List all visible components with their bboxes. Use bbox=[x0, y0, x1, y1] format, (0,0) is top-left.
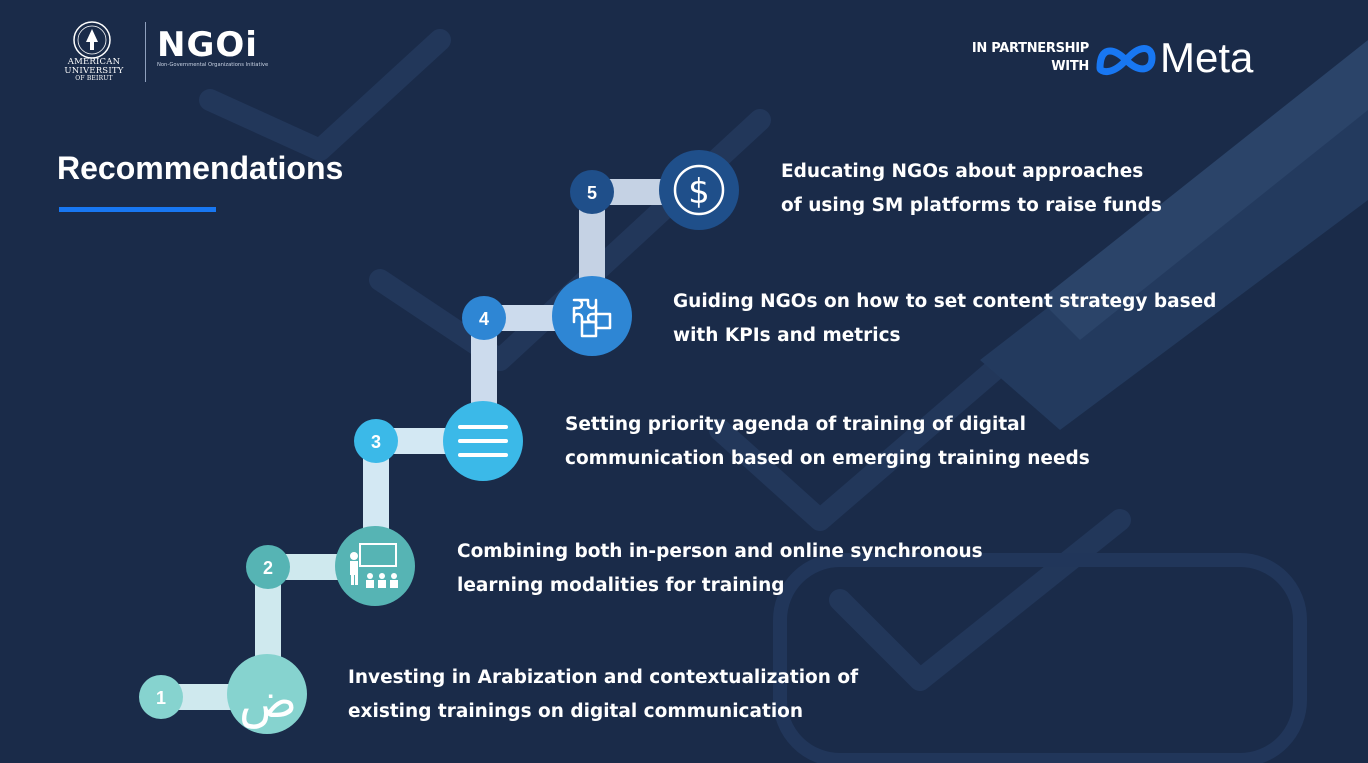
step-4-icon-circle bbox=[552, 276, 632, 356]
partner-line2: WITH bbox=[1051, 59, 1089, 74]
step-5-line-2: of using SM platforms to raise funds bbox=[781, 195, 1162, 216]
ngoi-logo: NGOi bbox=[157, 25, 258, 65]
step-4-line-2: with KPIs and metrics bbox=[673, 325, 901, 346]
page-title: Recommendations bbox=[57, 150, 344, 186]
step-5-number-badge bbox=[570, 170, 614, 214]
list-icon bbox=[458, 425, 508, 457]
step-3-number: 3 bbox=[371, 432, 381, 452]
step-1-line-2: existing trainings on digital communicat… bbox=[348, 701, 804, 722]
partnership-label: IN PARTNERSHIP WITH bbox=[952, 40, 1089, 76]
step-2-number: 2 bbox=[263, 558, 273, 578]
step-4-line-1: Guiding NGOs on how to set content strat… bbox=[673, 291, 1217, 312]
step-1-text: Investing in Arabization and contextuali… bbox=[348, 661, 858, 729]
step-5-text: Educating NGOs about approaches of using… bbox=[781, 155, 1162, 223]
step-1-icon-circle bbox=[227, 654, 307, 734]
step-3-line-2: communication based on emerging training… bbox=[565, 448, 1090, 469]
title-underline bbox=[59, 207, 216, 212]
step-2-number-badge bbox=[246, 545, 290, 589]
dollar-icon-ring bbox=[673, 164, 725, 216]
meta-infinity-icon bbox=[1096, 45, 1156, 75]
step-3-text: Setting priority agenda of training of d… bbox=[565, 408, 1090, 476]
step-2-text: Combining both in-person and online sync… bbox=[457, 535, 983, 603]
step-1-line-1: Investing in Arabization and contextuali… bbox=[348, 667, 859, 688]
arabic-letter-icon: ض bbox=[239, 673, 297, 729]
ngoi-subtitle: Non-Governmental Organizations Initiativ… bbox=[157, 62, 269, 68]
step-5-icon-circle bbox=[659, 150, 739, 230]
aub-seal-icon bbox=[73, 21, 111, 59]
puzzle-icon bbox=[572, 298, 612, 338]
aub-line3: OF BEIRUT bbox=[75, 75, 113, 82]
step-1-number-badge bbox=[139, 675, 183, 719]
step-5-line-1: Educating NGOs about approaches bbox=[781, 161, 1144, 182]
partner-line1: IN PARTNERSHIP bbox=[971, 41, 1089, 56]
aub-line2: UNIVERSITY bbox=[64, 65, 124, 76]
step-3-number-badge bbox=[354, 419, 398, 463]
step-4-number: 4 bbox=[479, 309, 489, 329]
step-2-line-1: Combining both in-person and online sync… bbox=[457, 541, 983, 562]
meta-wordmark: Meta bbox=[1160, 34, 1254, 81]
classroom-icon bbox=[350, 543, 398, 588]
header-divider bbox=[145, 22, 146, 82]
step-4-text: Guiding NGOs on how to set content strat… bbox=[673, 285, 1216, 353]
aub-line1: AMERICAN bbox=[67, 57, 121, 67]
step-2-line-2: learning modalities for training bbox=[457, 575, 785, 596]
aub-wordmark: AMERICAN UNIVERSITY OF BEIRUT bbox=[58, 58, 130, 83]
step-4-number-badge bbox=[462, 296, 506, 340]
step-5-number: 5 bbox=[587, 183, 597, 203]
step-3-line-1: Setting priority agenda of training of d… bbox=[565, 414, 1026, 435]
step-1-number: 1 bbox=[156, 688, 166, 708]
dollar-icon: $ bbox=[688, 172, 710, 212]
